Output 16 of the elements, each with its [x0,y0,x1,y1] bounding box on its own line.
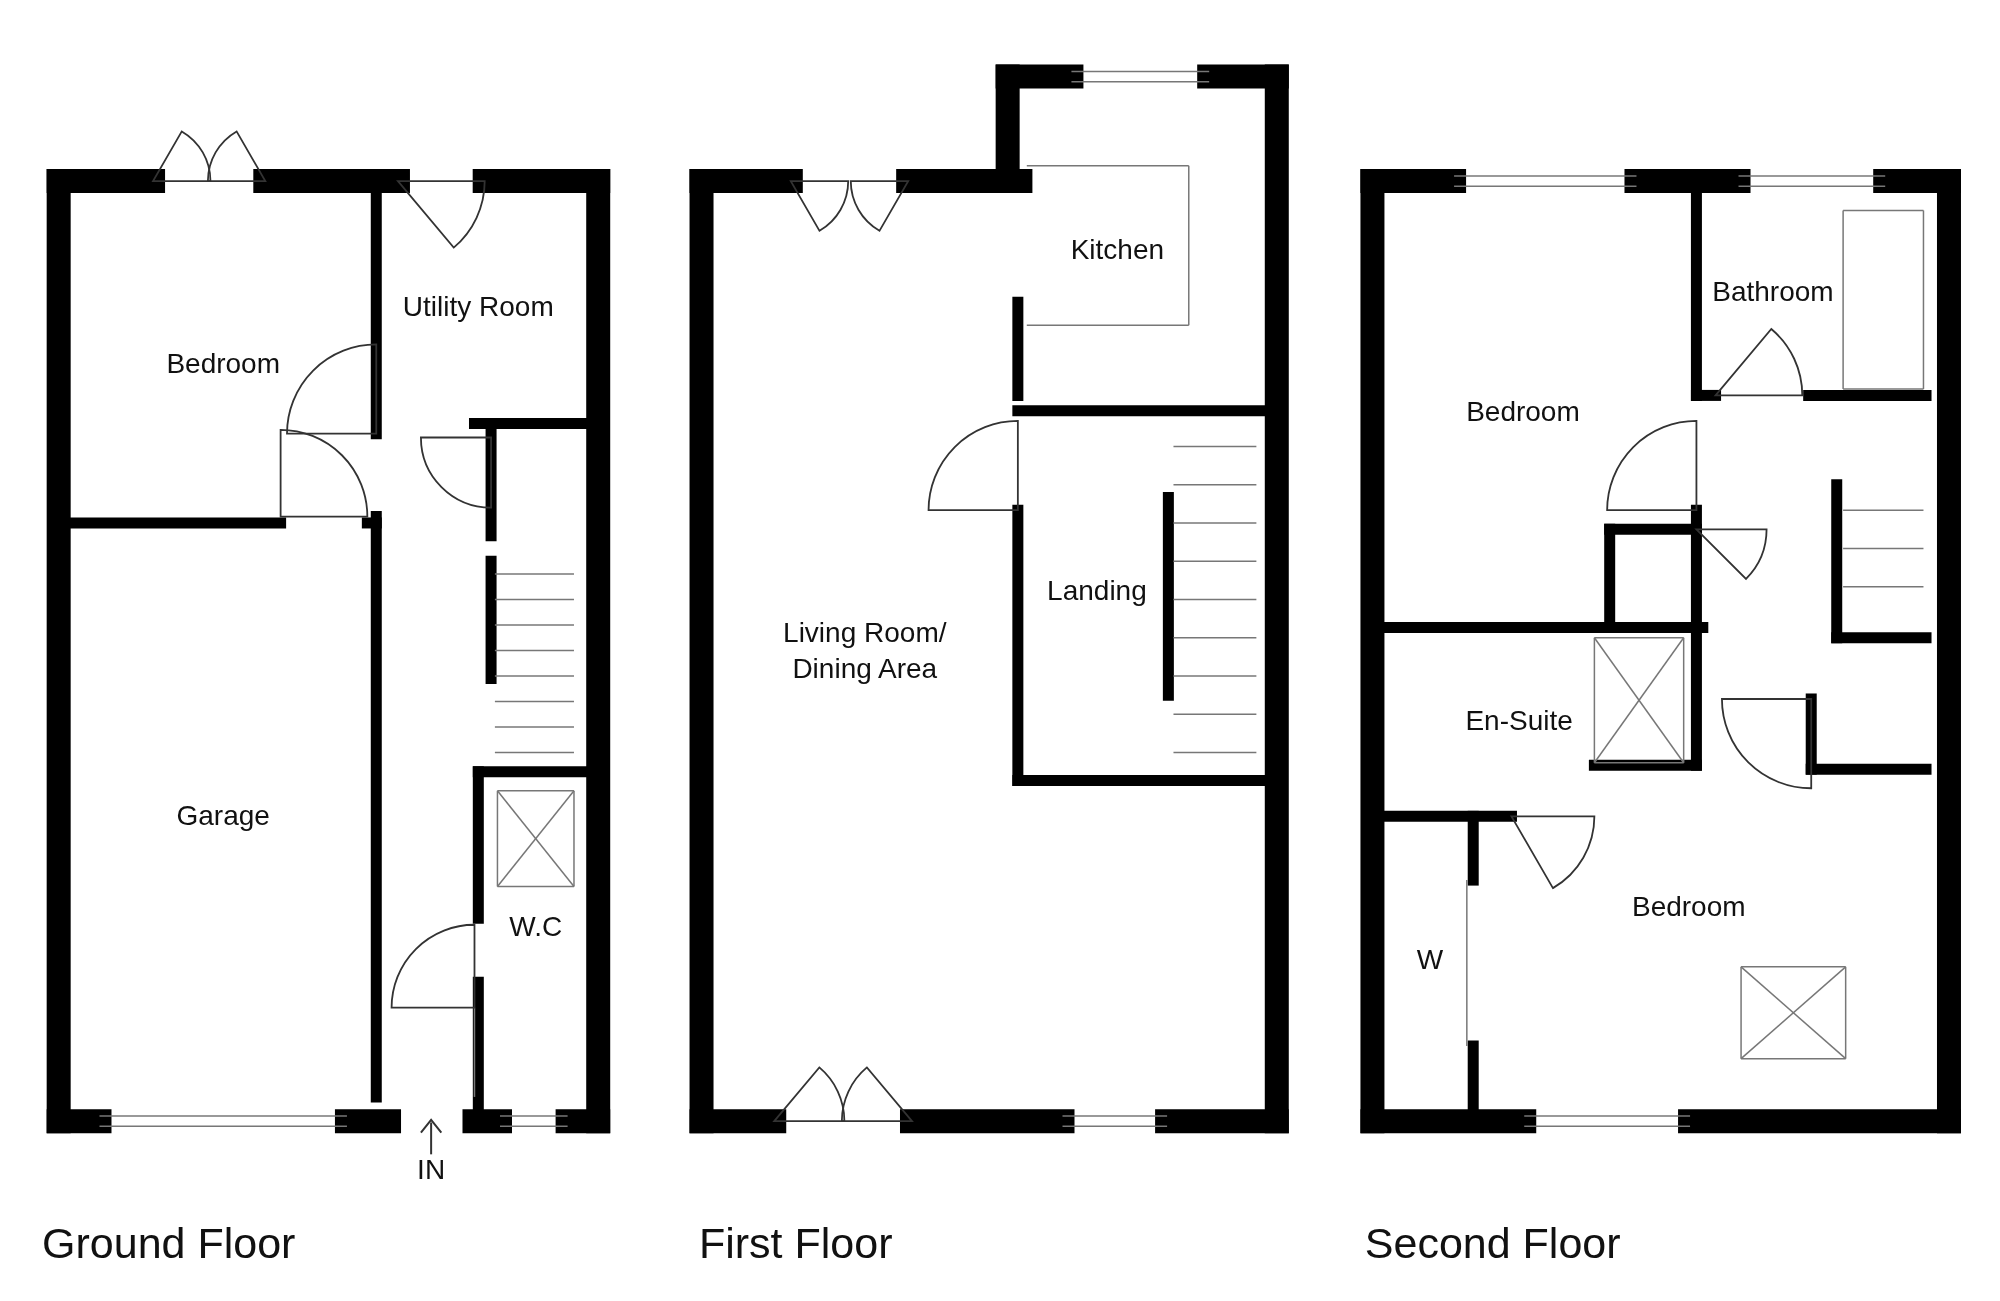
room-label: Bedroom [1631,889,1746,924]
room-label: Bedroom [166,346,280,381]
room-label: IN [417,1152,446,1187]
room-label: Living Room/ Dining Area [782,615,948,686]
room-label: Bathroom [1712,274,1834,309]
room-label: En-Suite [1465,703,1573,738]
floor-title: Ground Floor [42,1217,296,1269]
room-label: Bedroom [1466,394,1580,429]
room-label: Landing [1047,573,1147,608]
room-label: Utility Room [402,290,554,325]
floor-title: Second Floor [1364,1217,1621,1269]
floor-title: First Floor [698,1217,893,1269]
room-label: Kitchen [1070,232,1165,267]
room-label: W.C [509,910,563,945]
room-label: Garage [176,799,270,834]
room-label: W [1416,943,1444,978]
